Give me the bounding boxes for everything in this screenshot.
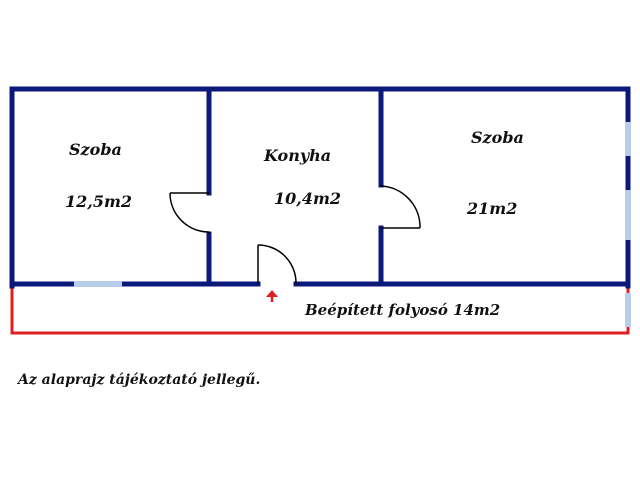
room-right-area: 21m2 [466, 199, 517, 218]
up-arrow-icon [266, 290, 278, 302]
window-right-upper [625, 122, 631, 156]
room-kitchen-name: Konyha [263, 146, 331, 165]
doors [169, 185, 421, 285]
walls [9, 86, 631, 289]
door-left-kitchen [169, 192, 210, 234]
door-entrance [257, 244, 297, 285]
corridor-window [625, 293, 631, 327]
corridor-label: Beépített folyosó 14m2 [304, 301, 500, 319]
room-left-area: 12,5m2 [65, 192, 132, 211]
room-right-name: Szoba [471, 128, 524, 147]
room-left-name: Szoba [69, 140, 122, 159]
door-kitchen-right [380, 185, 421, 229]
window-right-lower [625, 190, 631, 240]
window-left-room [74, 281, 122, 287]
room-kitchen-area: 10,4m2 [274, 189, 341, 208]
disclaimer-note: Az alaprajz tájékoztató jellegű. [18, 372, 261, 388]
